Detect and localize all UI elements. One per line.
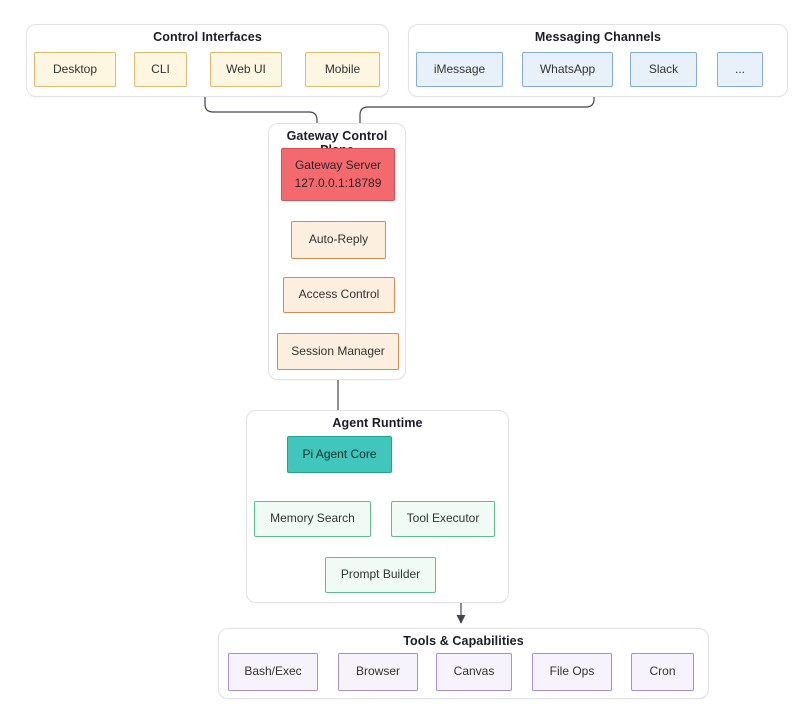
gateway-server-label: Gateway Server bbox=[294, 158, 382, 173]
node-cron: Cron bbox=[631, 653, 694, 691]
node-cli: CLI bbox=[134, 52, 187, 87]
node-tool-executor: Tool Executor bbox=[391, 501, 495, 537]
node-file-ops: File Ops bbox=[532, 653, 612, 691]
node-whatsapp: WhatsApp bbox=[522, 52, 613, 87]
node-slack: Slack bbox=[630, 52, 697, 87]
node-prompt-builder: Prompt Builder bbox=[325, 557, 436, 593]
node-desktop: Desktop bbox=[34, 52, 116, 87]
group-title-messaging-channels: Messaging Channels bbox=[534, 30, 662, 44]
group-title-agent-runtime: Agent Runtime bbox=[332, 416, 423, 430]
node-bash-exec: Bash/Exec bbox=[228, 653, 318, 691]
gateway-server-address: 127.0.0.1:18789 bbox=[294, 175, 382, 190]
node-auto-reply: Auto-Reply bbox=[291, 221, 386, 259]
node-memory-search: Memory Search bbox=[254, 501, 371, 537]
node-pi-agent-core: Pi Agent Core bbox=[287, 436, 392, 473]
node-imessage: iMessage bbox=[416, 52, 503, 87]
node-more-channels: ... bbox=[717, 52, 763, 87]
node-gateway-server: Gateway Server 127.0.0.1:18789 bbox=[281, 148, 395, 201]
node-web-ui: Web UI bbox=[210, 52, 282, 87]
group-title-tools-capabilities: Tools & Capabilities bbox=[403, 634, 524, 648]
node-canvas: Canvas bbox=[436, 653, 512, 691]
node-access-control: Access Control bbox=[283, 277, 395, 313]
node-mobile: Mobile bbox=[305, 52, 380, 87]
node-browser: Browser bbox=[338, 653, 418, 691]
node-session-manager: Session Manager bbox=[277, 333, 399, 370]
group-title-control-interfaces: Control Interfaces bbox=[153, 30, 262, 44]
